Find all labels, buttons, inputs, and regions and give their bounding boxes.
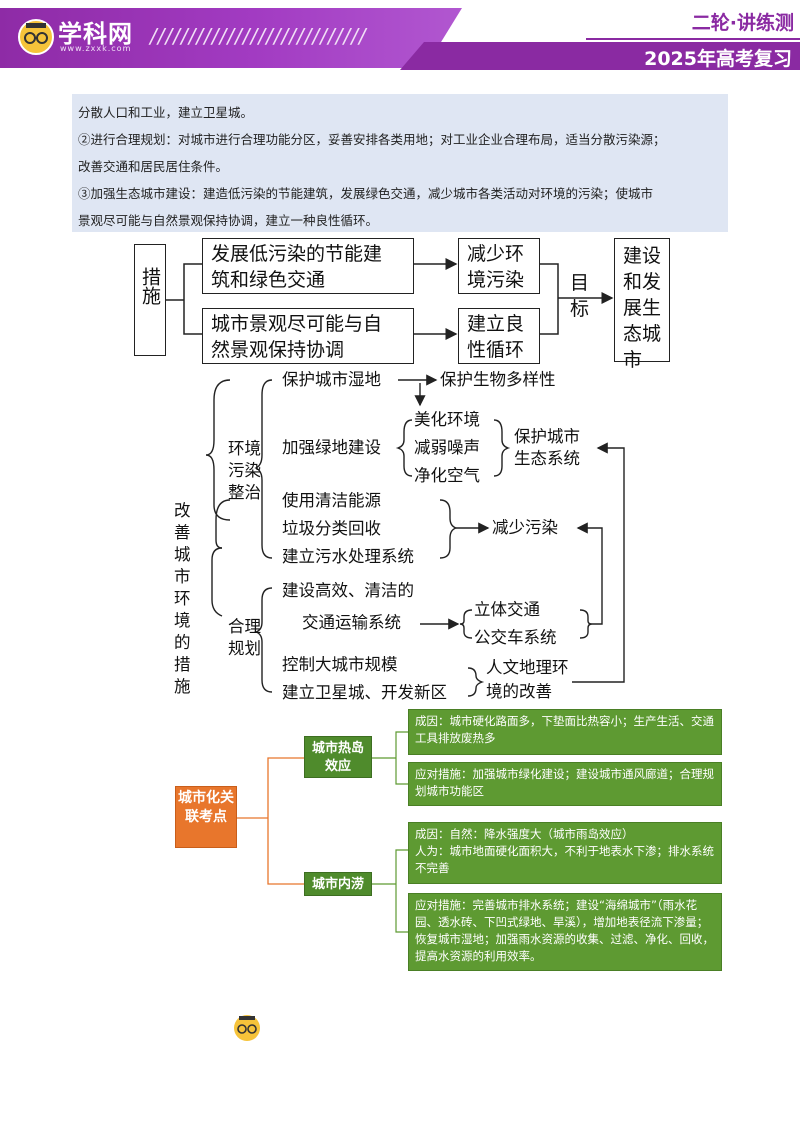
measure-text: 然景观保持协调 <box>211 339 345 361</box>
noise-text: 减弱噪声 <box>414 438 480 457</box>
bus-text: 公交车系统 <box>474 628 557 647</box>
measure-text: 筑和绿色交通 <box>211 269 326 291</box>
mindmap-title: 城市化关联考点 <box>175 786 237 848</box>
measures-label: 措施 <box>139 267 161 305</box>
clean-energy-text: 使用清洁能源 <box>282 491 381 510</box>
heat-island-node: 城市热岛效应 <box>304 736 372 778</box>
measure-energy-box: 发展低污染的节能建 筑和绿色交通 <box>202 238 414 294</box>
result-text: 减少环 <box>467 243 525 265</box>
garbage-text: 垃圾分类回收 <box>282 519 381 538</box>
year-label: 2025年高考复习 <box>644 48 792 70</box>
tree-env-branch: 环境 污染 整治 <box>228 438 261 504</box>
flood-cause-box: 成因：自然：降水强度大（城市雨岛效应） 人为：城市地面硬化面积大，不利于地表水下… <box>408 822 722 884</box>
tree-root: 改善 城市 环境 的措 施 <box>174 500 194 698</box>
flood-measure-box: 应对措施：完善城市排水系统；建设“海绵城市”（雨水花园、透水砖、下凹式绿地、旱溪… <box>408 893 722 971</box>
notes-line: 分散人口和工业，建立卫星城。 <box>78 105 254 120</box>
logo-url: www.zxxk.com <box>60 44 132 53</box>
measure-landscape-box: 城市景观尽可能与自 然景观保持协调 <box>202 308 414 364</box>
result-cycle-box: 建立良 性循环 <box>458 308 540 364</box>
header-divider <box>586 38 800 40</box>
green-text: 加强绿地建设 <box>282 438 381 457</box>
owl-glasses-icon <box>24 23 48 44</box>
tree-plan-branch: 合理 规划 <box>228 616 261 660</box>
control-text: 控制大城市规模 <box>282 655 398 674</box>
tree-root-line: 的措 <box>174 633 191 674</box>
tree-root-line: 施 <box>174 677 191 696</box>
heat-measure-box: 应对措施：加强城市绿化建设；建设城市通风廊道；合理规划城市功能区 <box>408 762 722 806</box>
notes-line: 改善交通和居民居住条件。 <box>78 159 229 174</box>
tree-branch-line: 整治 <box>228 483 261 502</box>
tree-root-line: 城市 <box>174 545 191 586</box>
header-banner <box>0 8 462 68</box>
notes-line: ③加强生态城市建设：建造低污染的节能建筑，发展绿色交通，减少城市各类活动对环境的… <box>78 186 654 201</box>
tree-branch-line: 环境 <box>228 439 261 458</box>
year-banner <box>400 42 800 70</box>
heat-cause-box: 成因：城市硬化路面多，下垫面比热容小；生产生活、交通工具排放废热多 <box>408 709 722 755</box>
transport-text-2: 交通运输系统 <box>302 613 401 632</box>
result-text: 建立良 <box>467 313 525 335</box>
result-text: 境污染 <box>467 269 525 291</box>
tree-branch-line: 合理 <box>228 617 261 636</box>
measure-text: 发展低污染的节能建 <box>211 243 383 265</box>
measures-box: 措施 <box>134 244 166 356</box>
human-text-1: 人文地理环 <box>486 658 569 677</box>
result-text: 性循环 <box>467 339 525 361</box>
tree-branch-line: 污染 <box>228 461 261 480</box>
notes-line: 景观尽可能与自然景观保持协调，建立一种良性循环。 <box>78 213 379 228</box>
eco-text-1: 保护城市 <box>514 427 580 446</box>
series-label: 二轮·讲练测 <box>691 12 794 34</box>
human-text-2: 境的改善 <box>486 682 552 701</box>
measure-text: 城市景观尽可能与自 <box>211 313 383 335</box>
final-goal-box: 建设和发展生态城市 <box>614 238 670 371</box>
notes-line: ②进行合理规划：对城市进行合理功能分区，妥善安排各类用地；对工业企业合理布局，适… <box>78 132 666 147</box>
transport-text-1: 建设高效、清洁的 <box>282 581 414 600</box>
stereo-text: 立体交通 <box>474 600 540 619</box>
owl-glasses-icon <box>237 1016 257 1034</box>
header-stripes: //////////////////////////// <box>150 24 367 48</box>
eco-text-2: 生态系统 <box>514 449 580 468</box>
notes-box: 分散人口和工业，建立卫星城。 ②进行合理规划：对城市进行合理功能分区，妥善安排各… <box>72 94 728 232</box>
goal-label: 目标 <box>570 272 590 320</box>
satellite-text: 建立卫星城、开发新区 <box>282 683 447 702</box>
flood-node: 城市内涝 <box>304 872 372 896</box>
reduce-text: 减少污染 <box>492 518 558 537</box>
sewage-text: 建立污水处理系统 <box>282 547 414 566</box>
air-text: 净化空气 <box>414 466 480 485</box>
tree-root-line: 改善 <box>174 501 191 542</box>
biodiversity-text: 保护生物多样性 <box>440 370 556 389</box>
tree-branch-line: 规划 <box>228 639 261 658</box>
result-reduce-box: 减少环 境污染 <box>458 238 540 294</box>
logo-text: 学科网 <box>58 20 133 48</box>
final-goal-text: 建设和发展生态城市 <box>623 245 662 371</box>
wetland-text: 保护城市湿地 <box>282 370 381 389</box>
logo-icon <box>18 19 54 55</box>
mascot-icon <box>234 1015 260 1041</box>
beautify-text: 美化环境 <box>414 410 480 429</box>
tree-root-line: 环境 <box>174 589 191 630</box>
